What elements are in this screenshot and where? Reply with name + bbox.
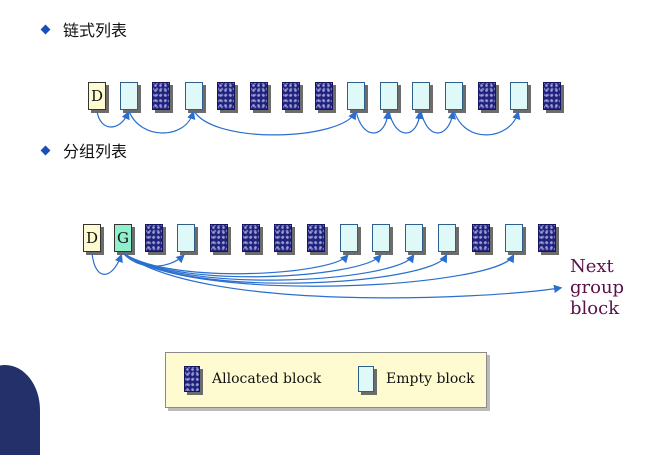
- next-group-block-label: Next group block: [570, 256, 625, 319]
- allocated-block: [250, 82, 268, 110]
- section-chained-list: 链式列表: [40, 18, 180, 40]
- empty-block: [120, 82, 138, 110]
- directory-block: D: [88, 82, 106, 110]
- empty-block: [445, 82, 463, 110]
- section-title-chained: 链式列表: [63, 21, 128, 40]
- legend-allocated-swatch: [184, 366, 200, 392]
- allocated-block: [478, 82, 496, 110]
- chain-arrow: [388, 110, 424, 134]
- chain-arrow: [420, 110, 457, 134]
- empty-block: [505, 224, 523, 252]
- dir-to-group-arrow: [91, 252, 123, 275]
- allocated-block: [315, 82, 333, 110]
- chain-arrow: [96, 110, 130, 128]
- chain-arrow: [128, 110, 196, 134]
- section-grouped-list: 分组列表: [40, 139, 180, 161]
- empty-block: [380, 82, 398, 110]
- allocated-block: [217, 82, 235, 110]
- empty-block: [438, 224, 456, 252]
- allocated-block: [307, 224, 325, 252]
- allocated-block: [543, 82, 561, 110]
- empty-block: [185, 82, 203, 110]
- section-title-grouped: 分组列表: [63, 142, 128, 161]
- allocated-block: [274, 224, 292, 252]
- empty-block: [340, 224, 358, 252]
- chain-arrow: [453, 110, 521, 136]
- empty-block: [177, 224, 195, 252]
- allocated-block: [152, 82, 170, 110]
- empty-block: [510, 82, 528, 110]
- group-pointer-arrow: [122, 252, 349, 275]
- next-group-arrow: [122, 252, 563, 299]
- legend-empty-label: Empty block: [386, 371, 475, 387]
- chain-arrow: [355, 110, 392, 134]
- allocated-block: [242, 224, 260, 252]
- allocated-block: [282, 82, 300, 110]
- group-pointer-arrow: [122, 252, 382, 278]
- empty-block: [372, 224, 390, 252]
- empty-block: [412, 82, 430, 110]
- chain-arrow: [193, 110, 357, 136]
- legend-empty-swatch: [358, 366, 374, 392]
- allocated-block: [472, 224, 490, 252]
- allocated-block: [538, 224, 556, 252]
- empty-block: [405, 224, 423, 252]
- group-pointer-arrow: [122, 252, 515, 287]
- allocated-block: [210, 224, 228, 252]
- empty-block: [347, 82, 365, 110]
- group-pointer-arrow: [122, 252, 415, 281]
- legend: Allocated block Empty block: [165, 352, 487, 408]
- group-pointer-arrow: [122, 252, 448, 284]
- directory-block: D: [83, 224, 101, 252]
- allocated-block: [145, 224, 163, 252]
- link-arrows: [91, 110, 563, 299]
- group-block: G: [114, 224, 132, 252]
- legend-allocated-label: Allocated block: [212, 371, 322, 387]
